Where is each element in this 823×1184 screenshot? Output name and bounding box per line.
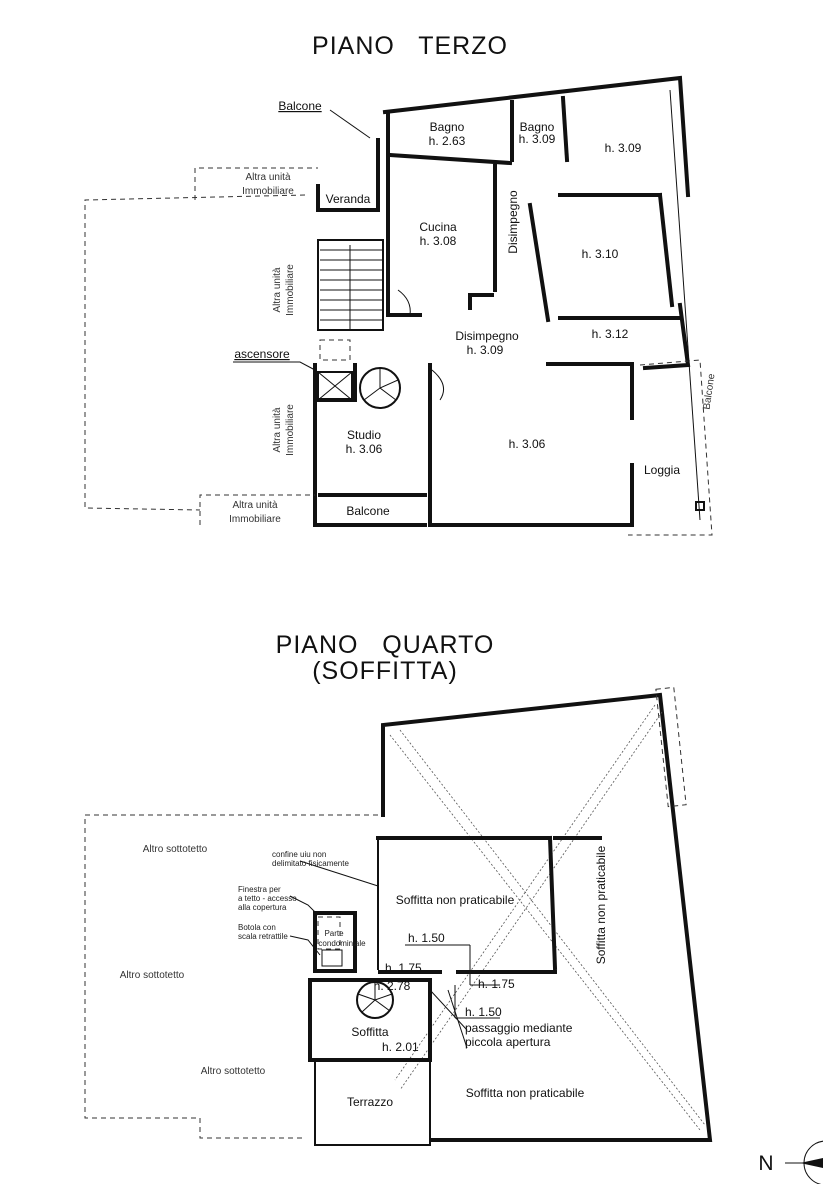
room-e-height: h. 3.10: [582, 247, 619, 261]
soffitta-non-praticabile-upper: Soffitta non praticabile: [396, 893, 515, 907]
altra-left2-line2: Immobiliare: [285, 404, 296, 456]
confine-line2: delimitato fisicamente: [272, 859, 349, 868]
room-ne-height: h. 3.09: [605, 141, 642, 155]
ascensore-label: ascensore: [234, 347, 290, 361]
h175-b: h. 1.75: [478, 977, 515, 991]
room-se-height: h. 3.12: [592, 327, 629, 341]
confine-line1: confine uiu non: [272, 850, 326, 859]
bagno2-height: h. 3.09: [519, 132, 556, 146]
parte-line1: Parte: [324, 929, 344, 938]
balcone-right-label: Balcone: [702, 373, 718, 411]
floor4-title: PIANO QUARTO (SOFFITTA): [275, 631, 495, 685]
veranda-label: Veranda: [326, 192, 371, 206]
cucina-height: h. 3.08: [420, 234, 457, 248]
parte-line2: condominiale: [318, 939, 366, 948]
disimpegno-height: h. 3.09: [467, 343, 504, 357]
studio-height: h. 3.06: [346, 442, 383, 456]
h150-a: h. 1.50: [408, 931, 445, 945]
finestra-line3: alla copertura: [238, 903, 287, 912]
bagno2-label: Bagno: [520, 120, 555, 134]
h175-a: h. 1.75: [385, 961, 422, 975]
altra-left1-line1: Altra unità: [272, 267, 283, 312]
passaggio-line2: piccola apertura: [465, 1035, 551, 1049]
altra-top-line1: Altra unità: [245, 172, 290, 183]
h150-b: h. 1.50: [465, 1005, 502, 1019]
altra-top-line2: Immobiliare: [242, 186, 294, 197]
altro-sottotetto-3: Altro sottotetto: [201, 1066, 266, 1077]
bagno1-height: h. 2.63: [429, 134, 466, 148]
floor3-plan: [84, 75, 713, 536]
soffitta-label: Soffitta: [351, 1025, 388, 1039]
cucina-label: Cucina: [419, 220, 457, 234]
loggia-label: Loggia: [644, 463, 680, 477]
altra-left2-line1: Altra unità: [272, 407, 283, 452]
altro-sottotetto-1: Altro sottotetto: [143, 844, 208, 855]
botola-line2: scala retrattile: [238, 932, 288, 941]
soffitta-non-praticabile-lower: Soffitta non praticabile: [466, 1086, 585, 1100]
terrazzo-label: Terrazzo: [347, 1095, 393, 1109]
finestra-line2: a tetto - accesso: [238, 894, 297, 903]
studio-label: Studio: [347, 428, 381, 442]
soffitta-non-praticabile-right: Soffitta non praticabile: [594, 845, 608, 964]
balcone-top-label: Balcone: [278, 99, 322, 113]
disimpegno-vertical-label: Disimpegno: [506, 190, 520, 254]
altra-left1-line2: Immobiliare: [285, 264, 296, 316]
finestra-line1: Finestra per: [238, 885, 281, 894]
altra-bottom-line1: Altra unità: [232, 500, 277, 511]
botola-line1: Botola con: [238, 923, 276, 932]
north-label: N: [758, 1152, 773, 1175]
h278: h. 2.78: [374, 979, 411, 993]
h201: h. 2.01: [382, 1040, 419, 1054]
altra-bottom-line2: Immobiliare: [229, 514, 281, 525]
disimpegno-label: Disimpegno: [455, 329, 519, 343]
living-height: h. 3.06: [509, 437, 546, 451]
north-arrow-icon: [785, 1140, 823, 1184]
altro-sottotetto-2: Altro sottotetto: [120, 970, 185, 981]
passaggio-line1: passaggio mediante: [465, 1021, 573, 1035]
balcone-bottom-label: Balcone: [346, 504, 390, 518]
floor4-plan: [84, 686, 713, 1146]
floor3-title: PIANO TERZO: [312, 32, 508, 60]
bagno1-label: Bagno: [430, 120, 465, 134]
